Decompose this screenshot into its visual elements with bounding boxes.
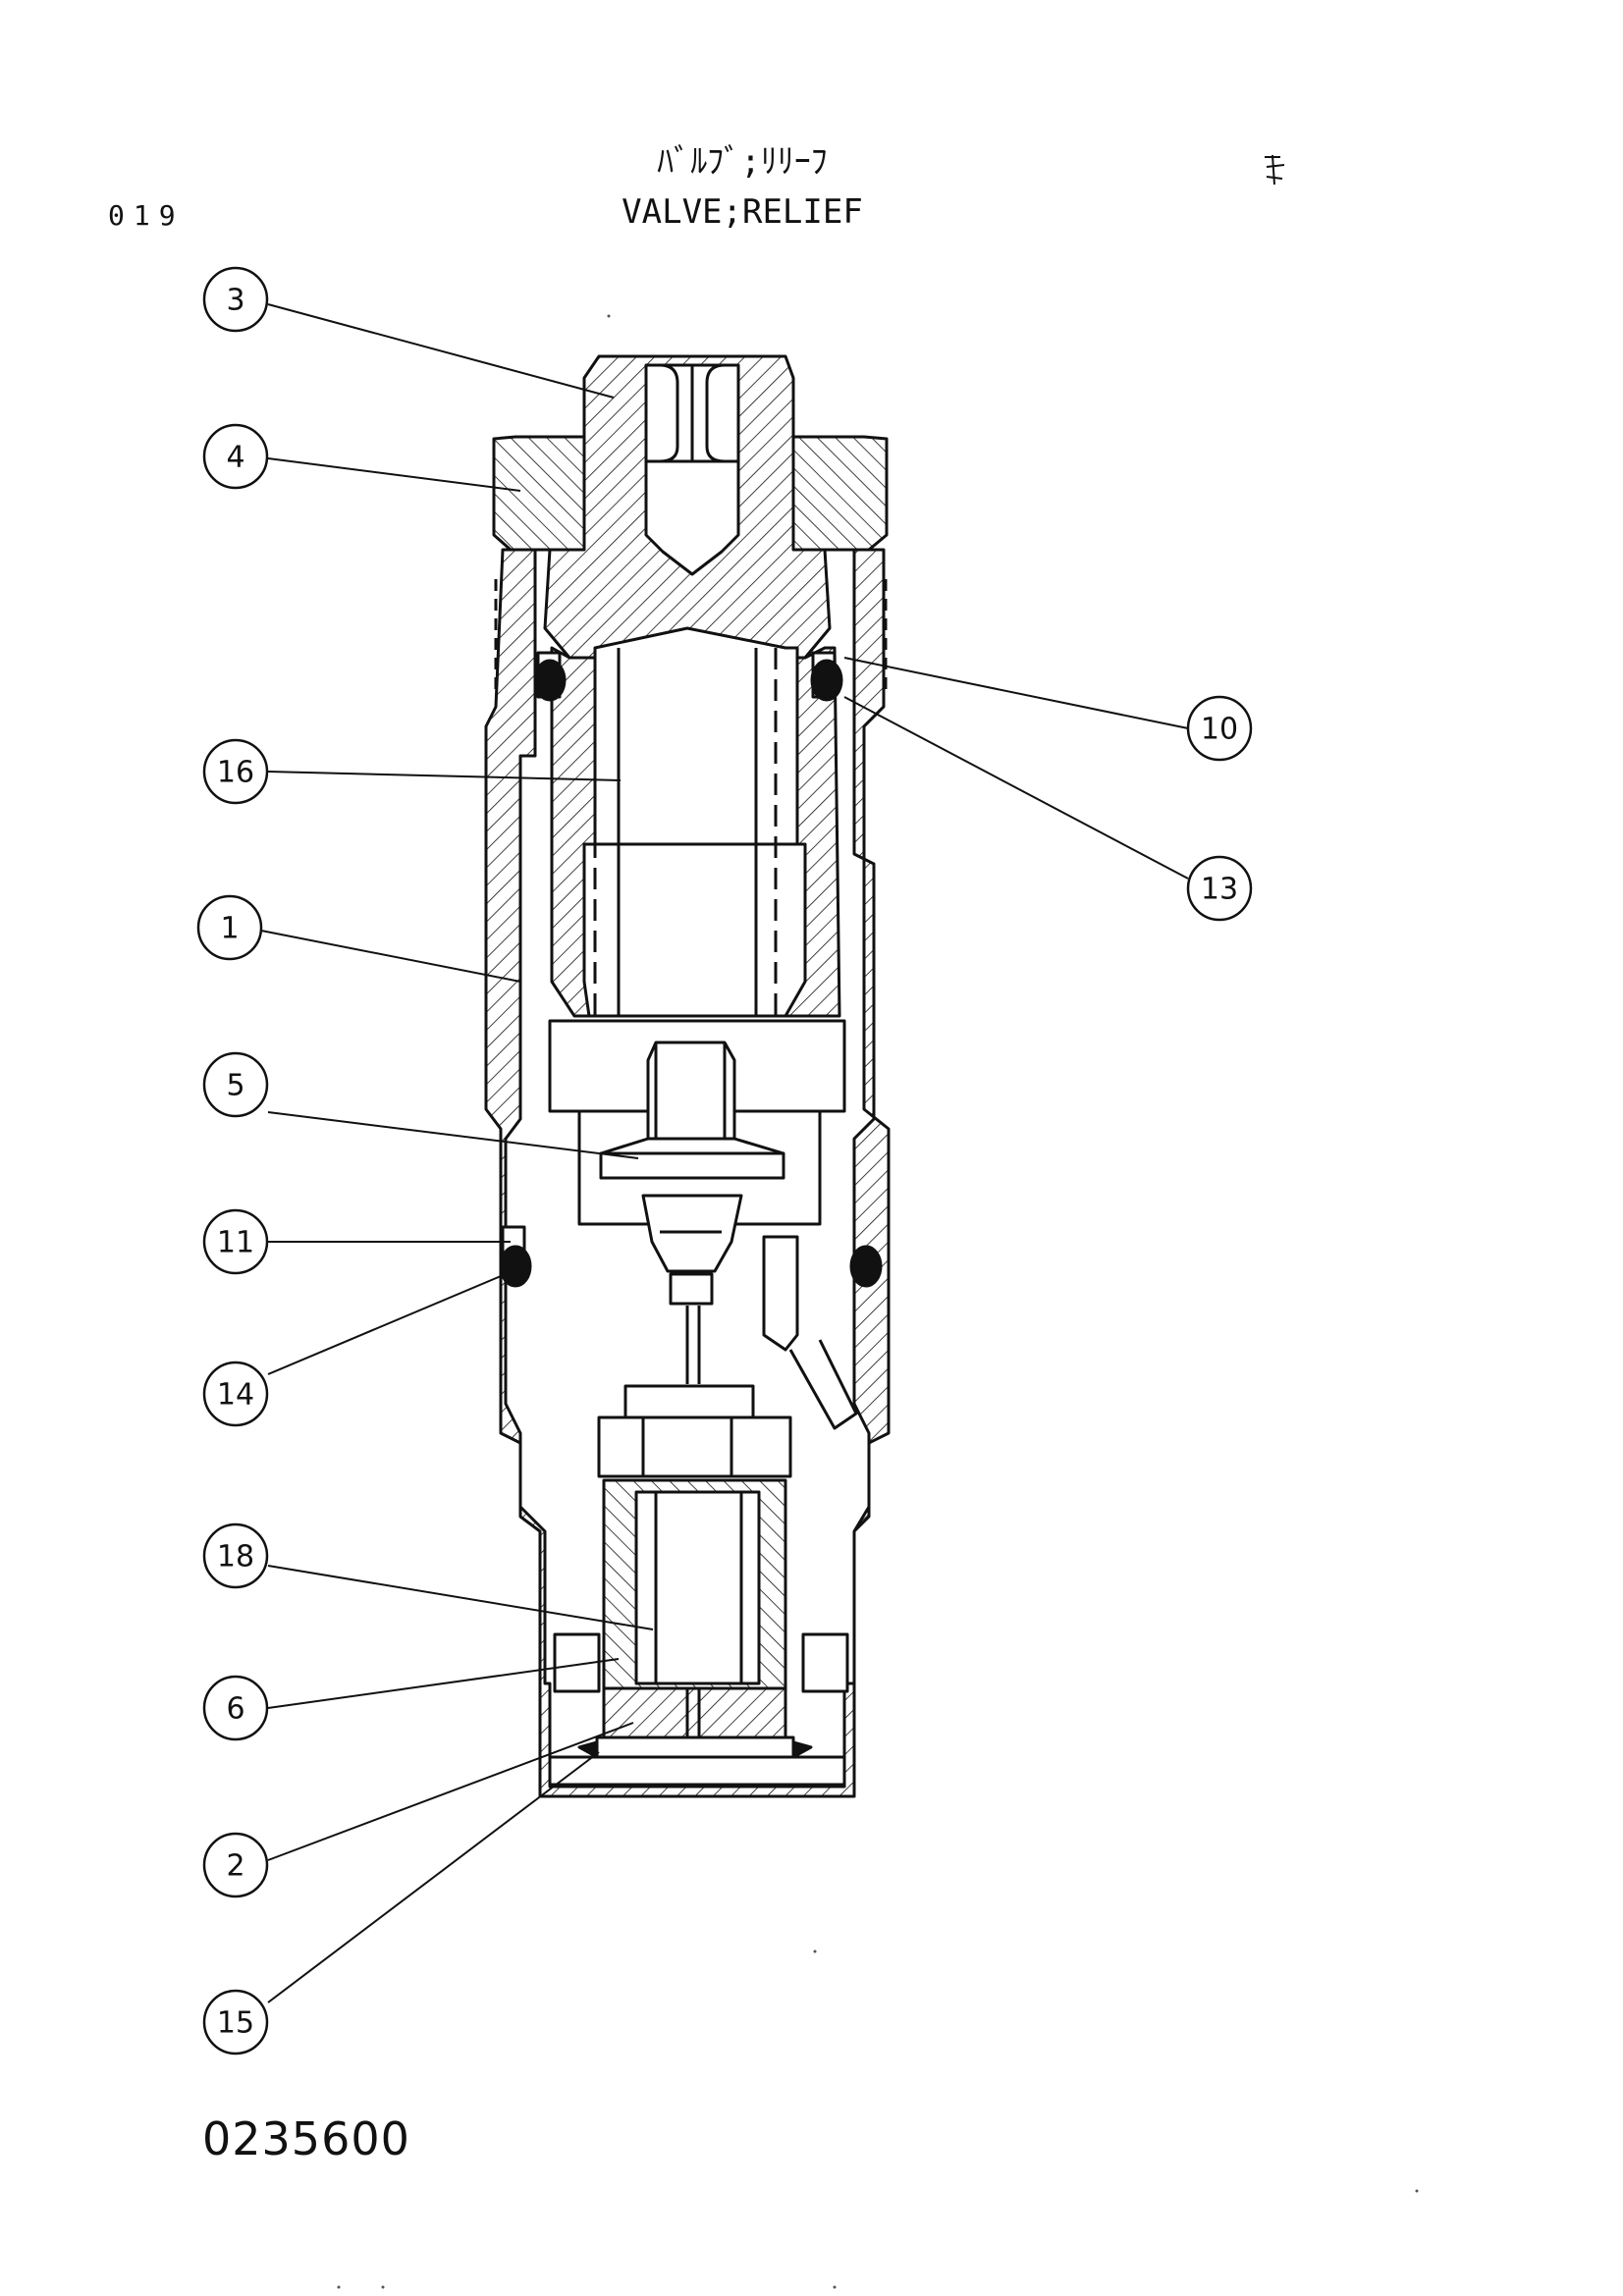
callout-3-circle: [202, 266, 269, 333]
callout-14-label: 14: [217, 1378, 254, 1413]
callout-1-label: 1: [220, 912, 239, 946]
retaining-ring-15: [595, 1735, 795, 1759]
o-ring-13-left: [533, 659, 567, 702]
title-english: VALVE;RELIEF: [622, 192, 863, 232]
callout-16-label: 16: [217, 756, 254, 790]
valve-body: [484, 548, 891, 1798]
o-ring-13-right: [810, 659, 843, 702]
callout-6-circle: [202, 1675, 269, 1741]
callout-15-circle: [202, 1989, 269, 2056]
callout-3-label: 3: [226, 284, 244, 318]
callout-11-label: 11: [217, 1226, 254, 1260]
callout-4-circle: [202, 423, 269, 490]
spring-16: [582, 626, 807, 1018]
callout-18-label: 18: [217, 1540, 254, 1575]
callout-5-label: 5: [226, 1069, 244, 1103]
callout-1-circle: [196, 894, 263, 961]
lock-nut: [492, 435, 586, 552]
page-number: 019: [108, 199, 185, 232]
callout-11-circle: [202, 1208, 269, 1275]
corner-mark-icon: [1265, 154, 1285, 186]
callout-16-circle: [202, 738, 269, 805]
callout-14-circle: [202, 1361, 269, 1427]
o-ring-14-left: [499, 1245, 532, 1288]
callout-10-circle: [1186, 695, 1253, 762]
title-japanese: ﾊﾞﾙﾌﾞ;ﾘﾘｰﾌ: [657, 142, 828, 182]
seat-2: [602, 1686, 787, 1739]
callout-2-circle: [202, 1832, 269, 1898]
callout-18-circle: [202, 1522, 269, 1589]
poppet: [646, 1041, 736, 1141]
callout-2-label: 2: [226, 1849, 244, 1884]
drawing-number: 0235600: [202, 2112, 410, 2165]
o-ring-14-right: [849, 1245, 883, 1288]
callout-13-label: 13: [1201, 873, 1238, 907]
callout-5-circle: [202, 1051, 269, 1118]
callout-13-circle: [1186, 855, 1253, 922]
callout-10-label: 10: [1201, 713, 1238, 747]
callout-6-label: 6: [226, 1692, 244, 1727]
callout-4-label: 4: [226, 441, 244, 475]
callout-15-label: 15: [217, 2006, 254, 2041]
